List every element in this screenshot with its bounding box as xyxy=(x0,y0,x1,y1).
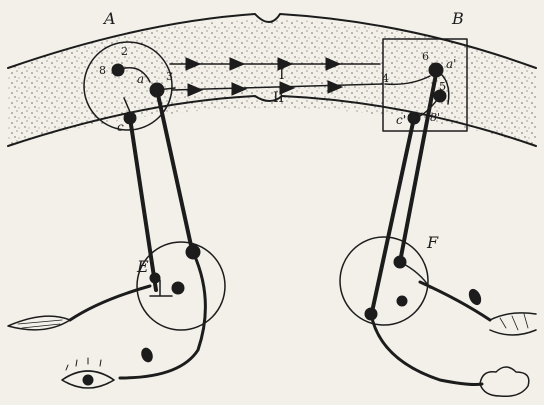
label-region-a: A xyxy=(102,9,116,28)
label-num-5: 5 xyxy=(439,80,446,93)
label-region-b: B xyxy=(451,9,464,28)
label-num-8: 8 xyxy=(99,64,106,77)
label-num-4: 4 xyxy=(382,72,389,85)
label-center-f: F xyxy=(426,233,439,252)
label-num-3: 3 xyxy=(166,70,173,83)
label-cell-a: a xyxy=(137,72,144,86)
label-num-2: 2 xyxy=(121,45,128,58)
fiber-a-to-e xyxy=(157,90,192,250)
skin-receptor-icon xyxy=(490,313,536,335)
muscle-icon xyxy=(8,316,70,330)
eye-icon xyxy=(62,358,114,388)
label-cell-c: c xyxy=(117,120,124,134)
label-tract-i: I xyxy=(279,67,285,83)
label-cell-c-prime: c' xyxy=(396,113,406,127)
label-cell-8-prime: 8' xyxy=(430,111,440,124)
gland-icon xyxy=(480,367,529,396)
label-center-e: E xyxy=(136,257,149,276)
label-num-6: 6 xyxy=(422,50,429,63)
label-tract-ii: II xyxy=(273,90,284,106)
label-cell-a-prime: a' xyxy=(446,57,456,71)
